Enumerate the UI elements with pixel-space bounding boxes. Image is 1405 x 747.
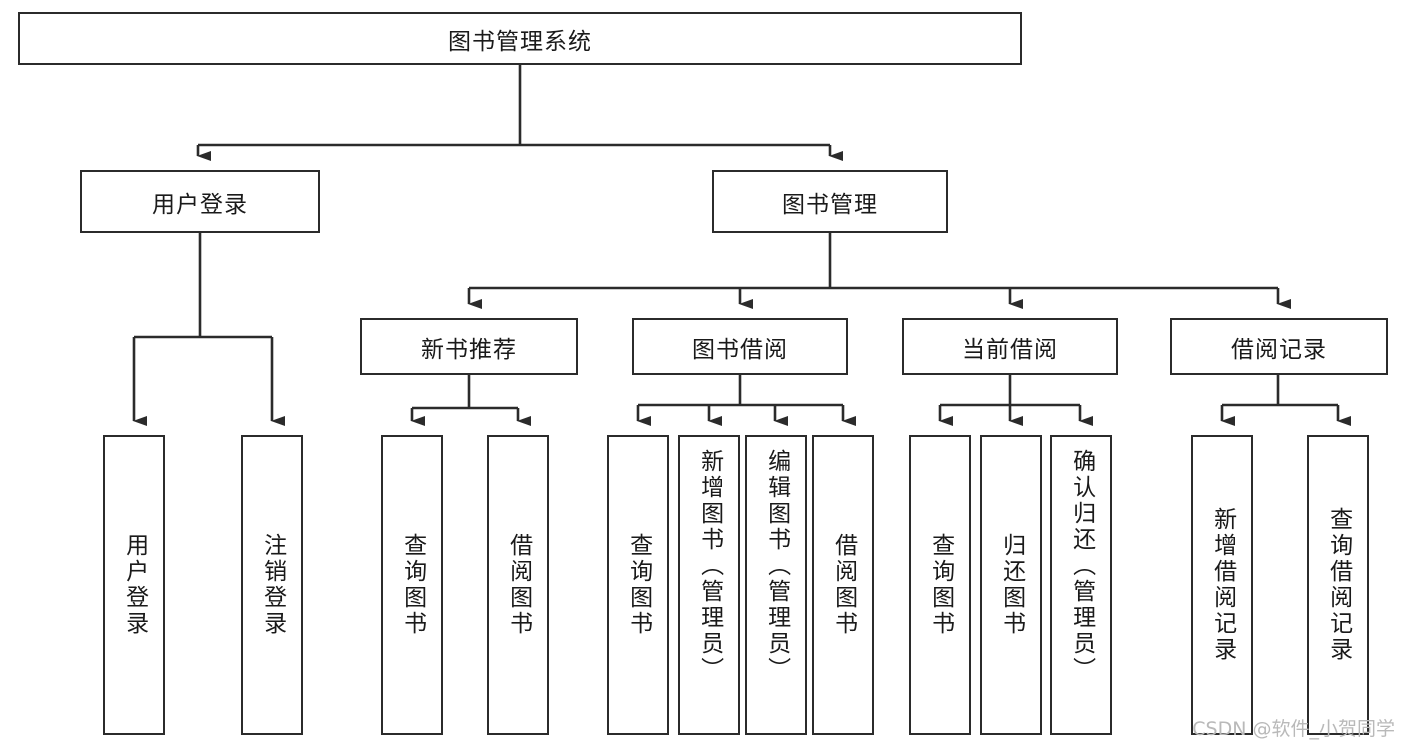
- leaf-book-borrow-edit-book-admin[interactable]: 编辑图书（管理员）: [745, 435, 807, 735]
- node-borrow-record[interactable]: 借阅记录: [1170, 318, 1388, 375]
- leaf-borrow-record-add-record[interactable]: 新增借阅记录: [1191, 435, 1253, 735]
- node-book-borrow[interactable]: 图书借阅: [632, 318, 848, 375]
- node-label: 用户登录: [121, 533, 148, 637]
- node-current-borrow[interactable]: 当前借阅: [902, 318, 1118, 375]
- node-label: 借阅图书: [830, 533, 857, 637]
- leaf-book-borrow-query-book[interactable]: 查询图书: [607, 435, 669, 735]
- node-label: 图书管理系统: [448, 28, 592, 55]
- leaf-borrow-record-query-record[interactable]: 查询借阅记录: [1307, 435, 1369, 735]
- node-label: 新书推荐: [421, 336, 517, 363]
- node-root-library-management-system[interactable]: 图书管理系统: [18, 12, 1022, 65]
- node-label: 新增图书（管理员）: [696, 449, 723, 683]
- node-label: 确认归还（管理员）: [1068, 449, 1095, 683]
- node-label: 新增借阅记录: [1209, 507, 1236, 663]
- node-label: 查询图书: [625, 533, 652, 637]
- leaf-user-login-login[interactable]: 用户登录: [103, 435, 165, 735]
- node-book-management[interactable]: 图书管理: [712, 170, 948, 233]
- node-label: 编辑图书（管理员）: [763, 449, 790, 683]
- node-label: 归还图书: [998, 533, 1025, 637]
- node-label: 图书管理: [782, 191, 878, 218]
- node-label: 用户登录: [152, 191, 248, 218]
- leaf-user-login-logout[interactable]: 注销登录: [241, 435, 303, 735]
- leaf-current-borrow-return-book[interactable]: 归还图书: [980, 435, 1042, 735]
- leaf-book-borrow-add-book-admin[interactable]: 新增图书（管理员）: [678, 435, 740, 735]
- node-user-login[interactable]: 用户登录: [80, 170, 320, 233]
- node-label: 图书借阅: [692, 336, 788, 363]
- leaf-current-borrow-confirm-return-admin[interactable]: 确认归还（管理员）: [1050, 435, 1112, 735]
- leaf-new-book-borrow-book[interactable]: 借阅图书: [487, 435, 549, 735]
- node-new-book-recommend[interactable]: 新书推荐: [360, 318, 578, 375]
- node-label: 注销登录: [259, 533, 286, 637]
- leaf-new-book-query-book[interactable]: 查询图书: [381, 435, 443, 735]
- node-label: 借阅记录: [1231, 336, 1327, 363]
- node-label: 当前借阅: [962, 336, 1058, 363]
- node-label: 查询图书: [927, 533, 954, 637]
- leaf-book-borrow-borrow-book[interactable]: 借阅图书: [812, 435, 874, 735]
- node-label: 查询借阅记录: [1325, 507, 1352, 663]
- node-label: 查询图书: [399, 533, 426, 637]
- leaf-current-borrow-query-book[interactable]: 查询图书: [909, 435, 971, 735]
- node-label: 借阅图书: [505, 533, 532, 637]
- csdn-watermark: CSDN @软件_小贺同学: [1192, 718, 1395, 740]
